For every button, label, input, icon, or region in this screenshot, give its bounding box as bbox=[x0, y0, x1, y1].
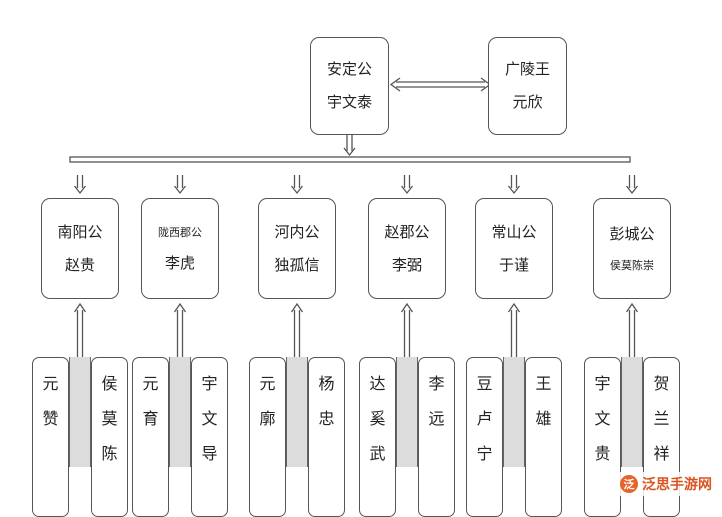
pillar-box: 赵郡公李弼 bbox=[368, 198, 446, 299]
subordinate-connector bbox=[396, 357, 418, 467]
subordinate-char: 元 bbox=[259, 374, 276, 393]
subordinate-char: 祥 bbox=[653, 444, 670, 463]
pillar-name: 李弼 bbox=[391, 255, 422, 274]
subordinate-char: 宁 bbox=[476, 444, 493, 463]
subordinate-char: 远 bbox=[428, 409, 445, 428]
subordinate-char: 雄 bbox=[535, 409, 552, 428]
subordinate-connector bbox=[69, 357, 91, 467]
up-arrow-head bbox=[625, 302, 639, 313]
subordinate-connector bbox=[503, 357, 525, 467]
subordinate-right-box: 杨忠 bbox=[308, 357, 345, 517]
subordinate-char: 贵 bbox=[594, 444, 611, 463]
subordinate-char: 兰 bbox=[653, 409, 670, 428]
up-arrow-head bbox=[290, 302, 304, 313]
subordinate-char: 贺 bbox=[653, 374, 670, 393]
subordinate-connector bbox=[286, 357, 308, 467]
down-arrow-head bbox=[625, 185, 639, 195]
pillar-title: 陇西郡公 bbox=[158, 225, 202, 239]
subordinate-right-box: 李远 bbox=[418, 357, 455, 517]
watermark-text: 泛思手游网 bbox=[642, 477, 712, 493]
down-arrow-head bbox=[73, 185, 87, 195]
subordinate-char: 李 bbox=[428, 374, 445, 393]
subordinate-left-box: 豆卢宁 bbox=[466, 357, 503, 517]
watermark: 泛 泛思手游网 bbox=[616, 472, 716, 496]
pillar-box: 常山公于谨 bbox=[475, 198, 553, 299]
pillar-name: 侯莫陈崇 bbox=[610, 258, 654, 272]
pillar-name: 于谨 bbox=[498, 255, 529, 274]
founder-box: 安定公 宇文泰 bbox=[310, 37, 389, 135]
subordinate-right-box: 侯莫陈 bbox=[91, 357, 128, 517]
down-arrow-head bbox=[507, 185, 521, 195]
pillar-title: 常山公 bbox=[491, 222, 537, 241]
subordinate-char: 宇 bbox=[594, 374, 611, 393]
pillar-title: 南阳公 bbox=[57, 222, 103, 241]
subordinate-char: 杨 bbox=[318, 374, 335, 393]
pillar-title: 河内公 bbox=[274, 222, 320, 241]
subordinate-char: 文 bbox=[201, 409, 218, 428]
subordinate-char: 廓 bbox=[259, 409, 276, 428]
prince-name: 元欣 bbox=[512, 93, 543, 111]
subordinate-char: 武 bbox=[369, 444, 386, 463]
founder-name: 宇文泰 bbox=[326, 93, 372, 111]
pillar-name: 李虎 bbox=[164, 253, 195, 272]
pillar-name: 独孤信 bbox=[274, 255, 320, 274]
subordinate-right-box: 宇文导 bbox=[191, 357, 228, 517]
down-arrow-head bbox=[400, 185, 414, 195]
subordinate-char: 导 bbox=[201, 444, 218, 463]
pillar-box: 南阳公赵贵 bbox=[41, 198, 119, 299]
subordinate-char: 宇 bbox=[201, 374, 218, 393]
pillar-title: 赵郡公 bbox=[384, 222, 430, 241]
up-arrow-head bbox=[400, 302, 414, 313]
pillar-box: 彭城公侯莫陈崇 bbox=[593, 198, 671, 299]
subordinate-right-box: 王雄 bbox=[525, 357, 562, 517]
subordinate-left-box: 元廓 bbox=[249, 357, 286, 517]
prince-title: 广陵王 bbox=[504, 60, 550, 78]
founder-title: 安定公 bbox=[326, 60, 372, 78]
prince-box: 广陵王 元欣 bbox=[488, 37, 567, 135]
subordinate-char: 忠 bbox=[318, 409, 335, 428]
down-arrow-head bbox=[290, 185, 304, 195]
subordinate-left-box: 宇文贵 bbox=[584, 357, 621, 517]
pillar-box: 陇西郡公李虎 bbox=[141, 198, 219, 299]
down-arrow-head bbox=[173, 185, 187, 195]
up-arrow-head bbox=[173, 302, 187, 313]
subordinate-left-box: 元赞 bbox=[32, 357, 69, 517]
subordinate-char: 陈 bbox=[101, 444, 118, 463]
pillar-name: 赵贵 bbox=[64, 255, 95, 274]
connector-lines bbox=[69, 77, 639, 357]
pillar-title: 彭城公 bbox=[609, 224, 655, 243]
subordinate-char: 豆 bbox=[476, 374, 493, 393]
subordinate-char: 育 bbox=[142, 409, 159, 428]
watermark-logo-icon: 泛 bbox=[620, 475, 638, 493]
subordinate-connector bbox=[621, 357, 643, 467]
up-arrow-head bbox=[507, 302, 521, 313]
subordinate-char: 赞 bbox=[42, 409, 59, 428]
subordinate-char: 文 bbox=[594, 409, 611, 428]
subordinate-left-box: 达奚武 bbox=[359, 357, 396, 517]
subordinate-left-box: 元育 bbox=[132, 357, 169, 517]
subordinate-char: 侯 bbox=[101, 374, 118, 393]
subordinate-char: 莫 bbox=[101, 409, 118, 428]
pillar-box: 河内公独孤信 bbox=[258, 198, 336, 299]
subordinate-char: 奚 bbox=[369, 409, 386, 428]
subordinate-char: 元 bbox=[42, 374, 59, 393]
up-arrow-head bbox=[73, 302, 87, 313]
subordinate-char: 元 bbox=[142, 374, 159, 393]
subordinate-char: 卢 bbox=[476, 409, 493, 428]
subordinate-char: 达 bbox=[369, 374, 386, 393]
subordinate-char: 王 bbox=[535, 374, 552, 393]
subordinate-connector bbox=[169, 357, 191, 467]
